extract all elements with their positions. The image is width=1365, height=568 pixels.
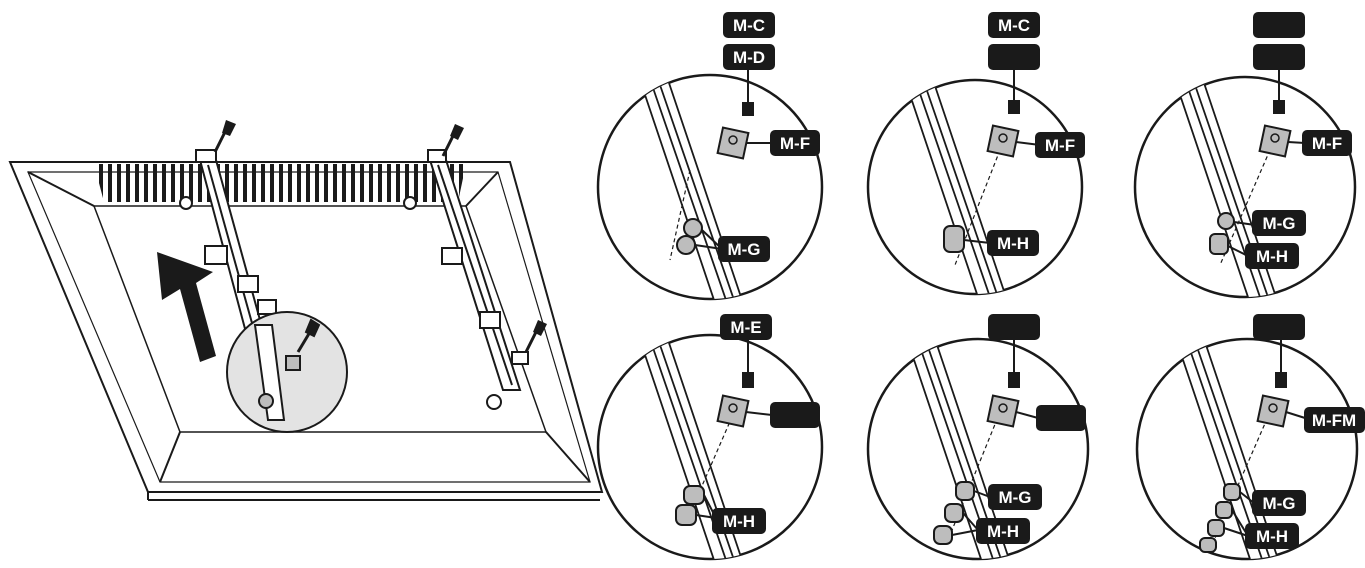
part-tag bbox=[1036, 405, 1086, 431]
part-tag bbox=[1253, 314, 1305, 340]
vent-grille bbox=[94, 164, 466, 202]
detail-panel-bottom-1: M-E M-H bbox=[596, 314, 824, 561]
part-tag bbox=[1253, 44, 1305, 70]
svg-text:M-H: M-H bbox=[997, 234, 1029, 253]
svg-text:M-C: M-C bbox=[998, 16, 1030, 35]
svg-text:M-H: M-H bbox=[987, 522, 1019, 541]
detail-panel-bottom-3: M-FM M-G M-H bbox=[1135, 314, 1365, 561]
part-tag: M-FM bbox=[1304, 407, 1365, 433]
up-arrow-icon bbox=[157, 252, 216, 362]
detail-panel-top-1: M-C M-D M-F M-G bbox=[596, 12, 824, 301]
svg-text:M-C: M-C bbox=[733, 16, 765, 35]
svg-text:M-G: M-G bbox=[727, 240, 760, 259]
part-tag: M-H bbox=[712, 508, 766, 534]
svg-text:M-FM: M-FM bbox=[1312, 411, 1356, 430]
part-tag: M-H bbox=[987, 230, 1039, 256]
detail-panel-bottom-2: M-G M-H bbox=[866, 314, 1090, 561]
part-tag: M-F bbox=[1035, 132, 1085, 158]
svg-text:M-F: M-F bbox=[1312, 134, 1342, 153]
part-tag bbox=[1253, 12, 1305, 38]
part-tag: M-G bbox=[718, 236, 770, 262]
svg-text:M-H: M-H bbox=[1256, 247, 1288, 266]
part-tag: M-C bbox=[723, 12, 775, 38]
right-mount-bracket bbox=[403, 149, 529, 410]
screw-icon bbox=[441, 124, 464, 157]
part-tag: M-F bbox=[1302, 130, 1352, 156]
part-tag: M-H bbox=[1245, 243, 1299, 269]
part-tag: M-H bbox=[1245, 523, 1299, 549]
svg-text:M-G: M-G bbox=[1262, 214, 1295, 233]
screw-icon bbox=[524, 320, 547, 353]
part-tag: M-D bbox=[723, 44, 775, 70]
part-tag: M-E bbox=[720, 314, 772, 340]
svg-text:M-G: M-G bbox=[1262, 494, 1295, 513]
part-tag bbox=[770, 402, 820, 428]
svg-text:M-F: M-F bbox=[780, 134, 810, 153]
svg-text:M-H: M-H bbox=[1256, 527, 1288, 546]
part-tag bbox=[988, 314, 1040, 340]
part-tag: M-G bbox=[988, 484, 1042, 510]
detail-panel-top-3: M-F M-G M-H bbox=[1133, 12, 1357, 299]
part-tag: M-G bbox=[1252, 210, 1306, 236]
part-tag: M-C bbox=[988, 12, 1040, 38]
part-tag: M-G bbox=[1252, 490, 1306, 516]
detail-panel-top-2: M-C M-F M-H bbox=[866, 12, 1085, 296]
svg-text:M-H: M-H bbox=[723, 512, 755, 531]
screw-icon bbox=[213, 120, 236, 153]
svg-text:M-E: M-E bbox=[730, 318, 761, 337]
part-tag: M-F bbox=[770, 130, 820, 156]
svg-text:M-D: M-D bbox=[733, 48, 765, 67]
svg-text:M-F: M-F bbox=[1045, 136, 1075, 155]
part-tag: M-H bbox=[976, 518, 1030, 544]
zoom-detail-circle bbox=[226, 311, 348, 433]
part-tag bbox=[988, 44, 1040, 70]
svg-text:M-G: M-G bbox=[998, 488, 1031, 507]
